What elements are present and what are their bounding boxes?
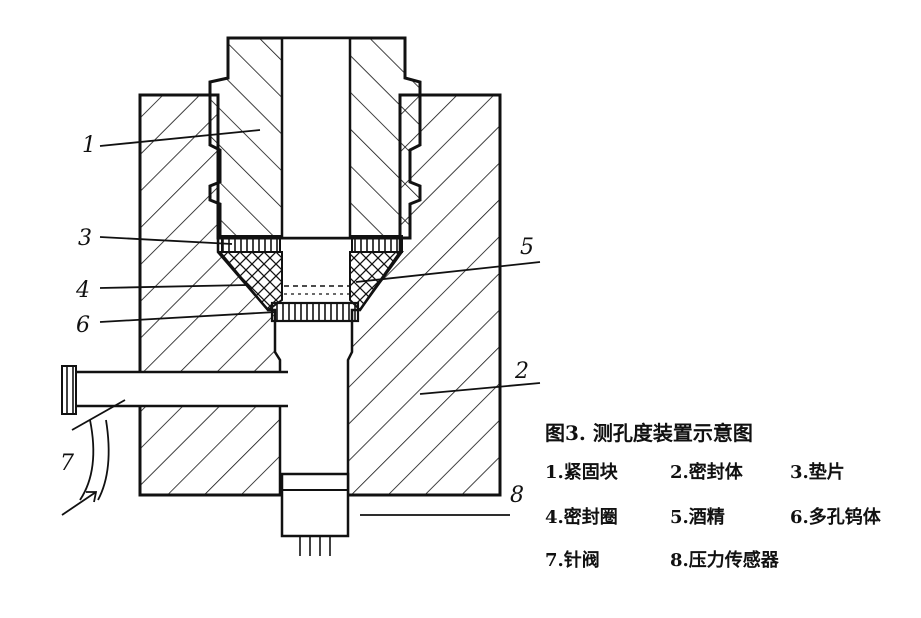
label-4: 4 (75, 278, 90, 303)
legend-item-7: 7.针阀 (545, 549, 600, 571)
label-6: 6 (76, 313, 90, 338)
fastening-block (208, 36, 422, 240)
legend-item-6: 6.多孔钨体 (790, 506, 882, 528)
porous-tungsten-body (270, 301, 360, 323)
legend-item-5: 5.酒精 (670, 506, 725, 528)
legend-item-8: 8.压力传感器 (670, 549, 780, 571)
pressure-sensor (280, 472, 350, 556)
legend-item-3: 3.垫片 (790, 461, 845, 483)
figure-caption: 图3. 测孔度装置示意图 (545, 421, 753, 445)
legend-item-1: 1.紧固块 (545, 462, 619, 483)
label-3: 3 (78, 226, 92, 251)
label-7: 7 (60, 451, 74, 476)
label-8: 8 (510, 483, 524, 508)
label-5: 5 (520, 235, 534, 260)
label-2: 2 (514, 359, 529, 384)
needle-valve (61, 365, 77, 415)
alcohol-level (284, 285, 350, 295)
legend-item-2: 2.密封体 (670, 461, 744, 483)
sealing-ring (217, 251, 404, 312)
leader-lines (61, 129, 541, 516)
legend-item-4: 4.密封圈 (545, 506, 618, 528)
label-1: 1 (82, 133, 96, 158)
